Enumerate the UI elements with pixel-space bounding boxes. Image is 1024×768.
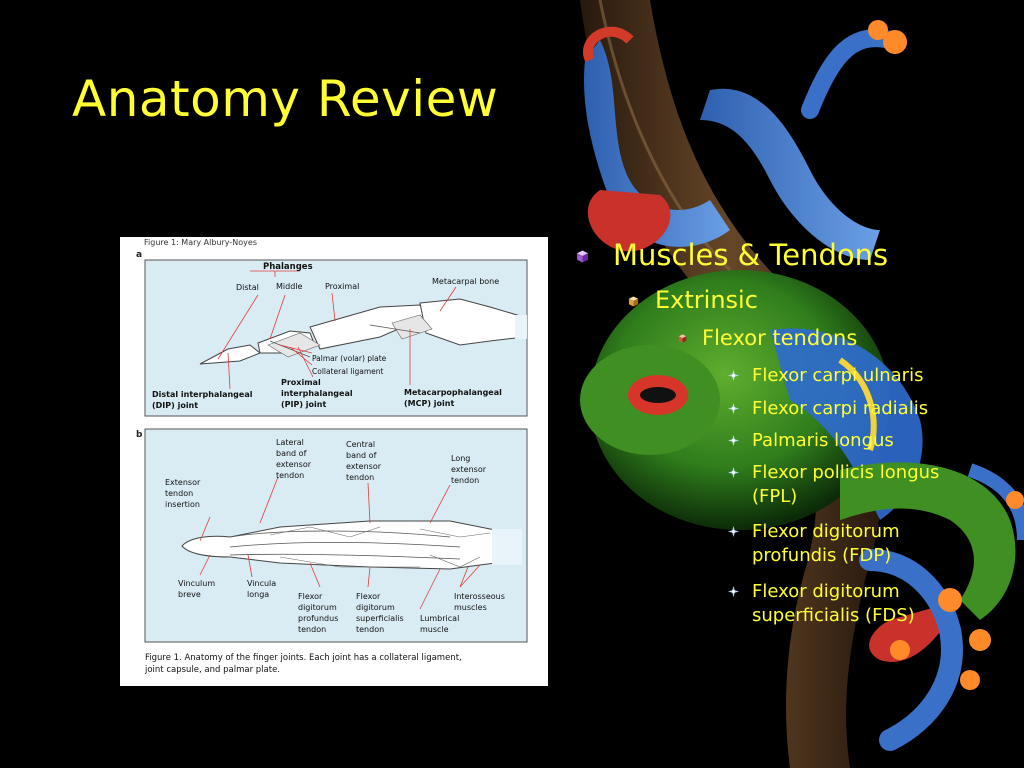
outline-level4-text: Flexor carpi ulnaris	[752, 365, 924, 386]
label-extensor-insertion-1: Extensor	[165, 478, 201, 487]
panel-a-letter: a	[136, 250, 142, 260]
label-mcp-line2: (MCP) joint	[404, 399, 454, 408]
blue-sparkle-icon	[728, 526, 739, 537]
label-fds-4: tendon	[356, 625, 384, 634]
label-vincula-longa-2: longa	[247, 590, 269, 599]
panel-a-leader-lines	[217, 270, 457, 390]
label-lumbrical-2: muscle	[420, 625, 449, 634]
outline-level4-text: Flexor pollicis longus	[752, 462, 940, 483]
label-pip-line1: Proximal	[281, 378, 321, 387]
outline-item-muscles-tendons: Muscles & Tendons	[576, 238, 888, 272]
red-cube-icon	[678, 334, 687, 343]
outline-level4-text: Palmaris longus	[752, 430, 894, 451]
tree-frog-photo	[540, 0, 1024, 768]
label-pip-line3: (PIP) joint	[281, 400, 326, 409]
label-lateral-band-4: tendon	[276, 471, 304, 480]
panel-b-letter: b	[136, 430, 143, 440]
outline-item-fds: Flexor digitorum superficialis (FDS)	[728, 580, 978, 628]
outline-level2-text: Extrinsic	[655, 286, 758, 314]
label-pip-line2: interphalangeal	[281, 389, 353, 398]
label-lateral-band-2: band of	[276, 449, 307, 458]
label-fdp-2: digitorum	[298, 603, 337, 612]
blue-sparkle-icon	[728, 467, 739, 478]
label-lateral-band-1: Lateral	[276, 438, 304, 447]
finger-bones-illustration	[199, 298, 527, 365]
outline-item-fcr: Flexor carpi radialis	[728, 397, 978, 421]
finger-tendons-illustration	[181, 520, 522, 570]
label-mcp-line1: Metacarpophalangeal	[404, 388, 502, 397]
figure-caption-line1: Figure 1. Anatomy of the finger joints. …	[145, 653, 462, 663]
label-interosseous-1: Interosseous	[454, 592, 505, 601]
label-proximal: Proximal	[325, 282, 359, 291]
label-fdp-3: profundus	[298, 614, 338, 623]
blue-sparkle-icon	[728, 586, 739, 597]
blue-sparkle-icon	[728, 370, 739, 381]
label-fds-1: Flexor	[356, 592, 381, 601]
label-palmar-plate: Palmar (volar) plate	[312, 354, 387, 363]
panel-b-leader-lines	[199, 476, 481, 610]
label-vinculum-breve-1: Vinculum	[178, 579, 215, 588]
label-central-band-1: Central	[346, 440, 375, 449]
outline-item-flexor-tendons: Flexor tendons	[678, 326, 857, 350]
label-collateral-ligament: Collateral ligament	[312, 367, 383, 376]
orange-cube-icon	[628, 296, 639, 307]
label-central-band-3: extensor	[346, 462, 382, 471]
label-long-extensor-2: extensor	[451, 465, 487, 474]
outline-item-fdp: Flexor digitorum profundis (FDP)	[728, 520, 978, 568]
outline-level4-text: Flexor digitorum	[752, 521, 900, 542]
outline-item-fcu: Flexor carpi ulnaris	[728, 364, 978, 388]
label-phalanges: Phalanges	[263, 262, 313, 272]
label-fds-2: digitorum	[356, 603, 395, 612]
label-extensor-insertion-2: tendon	[165, 489, 193, 498]
outline-item-extrinsic: Extrinsic	[628, 286, 758, 314]
finger-anatomy-diagram: Figure 1: Mary Albury-Noyes a	[136, 238, 528, 675]
label-dip-line2: (DIP) joint	[152, 401, 198, 410]
outline-level4-text-cont: profundis (FDP)	[752, 545, 892, 566]
blue-sparkle-icon	[728, 403, 739, 414]
outline-item-fpl: Flexor pollicis longus (FPL)	[728, 461, 978, 509]
figure-caption-line2: joint capsule, and palmar plate.	[144, 665, 280, 675]
outline-level1-text: Muscles & Tendons	[613, 238, 889, 272]
label-central-band-4: tendon	[346, 473, 374, 482]
finger-anatomy-figure: Figure 1: Mary Albury-Noyes a	[120, 237, 548, 686]
outline-level4-text: Flexor digitorum	[752, 581, 900, 602]
label-fdp-4: tendon	[298, 625, 326, 634]
figure-credit: Figure 1: Mary Albury-Noyes	[144, 238, 257, 247]
outline-level3-text: Flexor tendons	[702, 326, 858, 350]
panel-b-labels: Lateral band of extensor tendon Central …	[165, 438, 505, 634]
label-central-band-2: band of	[346, 451, 377, 460]
label-middle: Middle	[276, 282, 303, 291]
slide-title: Anatomy Review	[72, 70, 499, 128]
label-long-extensor-1: Long	[451, 454, 470, 463]
label-distal: Distal	[236, 283, 259, 292]
purple-cube-icon	[577, 250, 588, 263]
label-fds-3: superficialis	[356, 614, 404, 623]
label-metacarpal-bone: Metacarpal bone	[432, 277, 499, 286]
label-lumbrical-1: Lumbrical	[420, 614, 459, 623]
label-dip-line1: Distal interphalangeal	[152, 390, 253, 399]
label-fdp-1: Flexor	[298, 592, 323, 601]
outline-level4-text: Flexor carpi radialis	[752, 398, 929, 419]
outline-level4-text-cont: (FPL)	[752, 486, 798, 507]
label-vinculum-breve-2: breve	[178, 590, 201, 599]
outline-item-palmaris-longus: Palmaris longus	[728, 429, 978, 453]
outline-level4-text-cont: superficialis (FDS)	[752, 605, 915, 626]
label-long-extensor-3: tendon	[451, 476, 479, 485]
label-extensor-insertion-3: insertion	[165, 500, 200, 509]
label-vincula-longa-1: Vincula	[247, 579, 276, 588]
blue-sparkle-icon	[728, 435, 739, 446]
label-lateral-band-3: extensor	[276, 460, 312, 469]
label-interosseous-2: muscles	[454, 603, 487, 612]
